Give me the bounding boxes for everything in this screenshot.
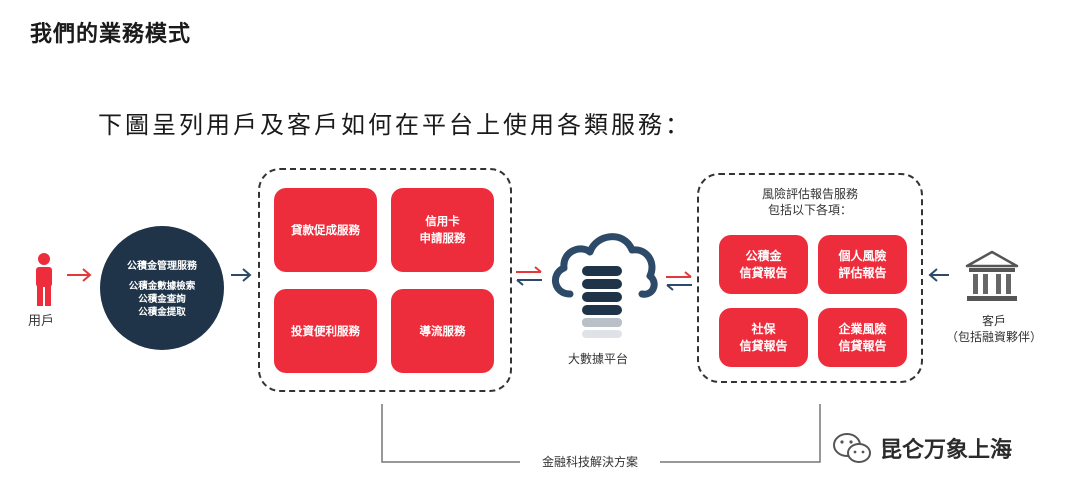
personal-risk-report-tile: 個人風險 評估報告 (818, 235, 907, 294)
services-group (258, 168, 512, 392)
social-security-credit-report-tile: 社保 信貸報告 (719, 308, 808, 367)
circle-item: 公積金查詢 (138, 294, 186, 305)
circle-title: 公積金管理服務 (127, 261, 197, 272)
client-label: 客戶 （包括融資夥伴） (944, 313, 1044, 345)
circle-item: 公積金數據檢索 (128, 281, 196, 292)
client-label-line2: （包括融資夥伴） (945, 330, 1042, 344)
investment-facilitation-tile: 投資便利服務 (274, 289, 377, 373)
arrow-right-icon (67, 268, 92, 282)
risk-assessment-title-line2: 包括以下各項： (767, 203, 852, 217)
bidirectional-arrow-icon (666, 271, 692, 291)
loan-facilitation-tile: 貸款促成服務 (274, 188, 377, 272)
watermark-text: 昆仑万象上海 (880, 438, 1013, 463)
cloud-database-icon (552, 233, 658, 338)
big-data-platform-label: 大數據平台 (568, 352, 629, 366)
risk-assessment-title: 風險評估報告服務 包括以下各項： (730, 186, 890, 218)
circle-item: 公積金提取 (138, 307, 186, 318)
user-label: 用戶 (28, 314, 55, 329)
user-person-icon (36, 253, 52, 306)
traffic-referral-tile: 導流服務 (391, 289, 494, 373)
arrow-left-icon (928, 268, 949, 282)
fintech-solution-label: 金融科技解決方案 (520, 453, 660, 470)
provident-fund-credit-report-tile: 公積金 信貸報告 (719, 235, 808, 294)
risk-assessment-title-line1: 風險評估報告服務 (761, 187, 858, 201)
bidirectional-arrow-icon (516, 266, 542, 286)
arrow-right-icon (231, 268, 252, 282)
credit-card-application-tile: 信用卡 申請服務 (391, 188, 494, 272)
watermark: 昆仑万象上海 (832, 431, 1012, 465)
diagram-caption: 下圖呈列用戶及客戶如何在平台上使用各類服務： (98, 111, 692, 139)
client-label-line1: 客戶 (981, 314, 1006, 328)
enterprise-risk-report-tile: 企業風險 信貸報告 (818, 308, 907, 367)
bank-building-icon (965, 250, 1019, 301)
risk-assessment-group (697, 173, 923, 383)
provident-fund-circle: 公積金管理服務 公積金數據檢索 公積金查詢 公積金提取 (100, 226, 224, 350)
wechat-icon (833, 433, 871, 463)
section-heading: 我們的業務模式 (30, 22, 192, 47)
